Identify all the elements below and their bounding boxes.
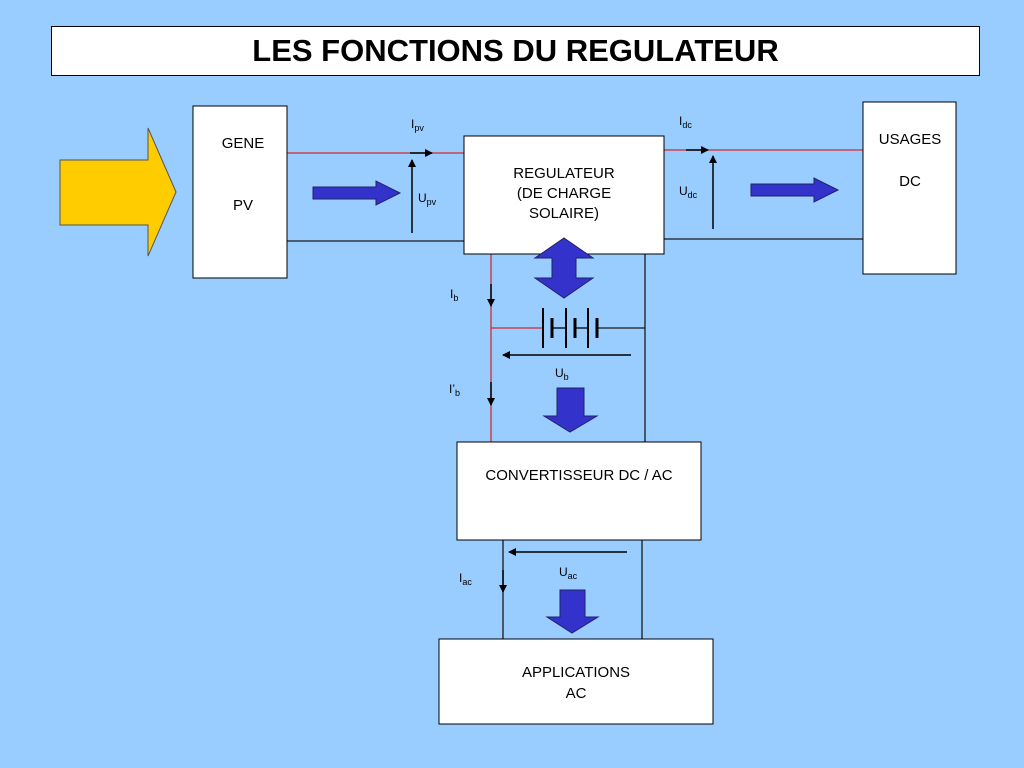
ipv-label: Ipv [411,117,424,133]
ib-prime-label: I’b [449,382,460,398]
flow-arrow-pv-right [312,180,402,206]
gene-pv-label-line2: PV [233,197,253,214]
sun-input-arrow [59,127,177,257]
applications-ac-label-line2: AC [566,685,587,702]
applications-ac-box [438,638,714,725]
regulateur-label-line2: (DE CHARGE [517,185,611,202]
battery-symbol [542,308,599,348]
usages-dc-label-line2: DC [899,173,921,190]
regulateur-label-line1: REGULATEUR [513,165,615,182]
flow-arrow-to-applications [545,589,600,634]
idc-label: Idc [679,114,692,130]
iac-label: Iac [459,571,472,587]
uac-label: Uac [559,565,578,581]
gene-pv-box [192,105,288,279]
ub-label: Ub [555,366,569,382]
ib-label: Ib [450,287,458,303]
convertisseur-box [456,441,702,541]
title-box: LES FONCTIONS DU REGULATEUR [51,26,980,76]
regulateur-label-line3: SOLAIRE) [529,205,599,222]
udc-label: Udc [679,184,698,200]
flow-arrow-to-convertisseur [542,387,599,433]
applications-ac-label-line1: APPLICATIONS [522,664,630,681]
page-title: LES FONCTIONS DU REGULATEUR [252,33,779,68]
usages-dc-box [862,101,957,275]
flow-arrow-dc-right [750,177,840,203]
gene-pv-label-line1: GENE [222,135,265,152]
upv-label: Upv [418,191,437,207]
flow-arrow-battery-bidirectional [533,237,595,299]
usages-dc-label-line1: USAGES [879,131,942,148]
convertisseur-label: CONVERTISSEUR DC / AC [485,467,672,484]
regulateur-box [463,135,665,255]
